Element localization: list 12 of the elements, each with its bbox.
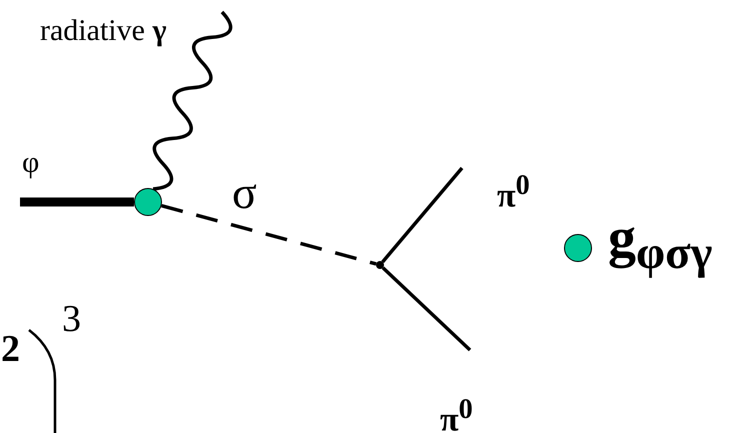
coefficient-label: 2 bbox=[1, 330, 20, 368]
legend-text: g$_{φσγ}$ bbox=[608, 210, 712, 277]
exponent-label: 3 bbox=[62, 300, 81, 338]
edge-label: π$^{0}$ bbox=[440, 396, 473, 433]
particle-line bbox=[20, 198, 134, 206]
wavy-photon-line bbox=[152, 10, 232, 191]
edge-label: radiative γ bbox=[40, 16, 166, 46]
vertex-circle bbox=[134, 188, 162, 216]
dashed-line bbox=[161, 204, 377, 266]
particle-line bbox=[381, 166, 464, 264]
particle-line bbox=[382, 266, 472, 352]
vertex-point bbox=[376, 261, 384, 269]
